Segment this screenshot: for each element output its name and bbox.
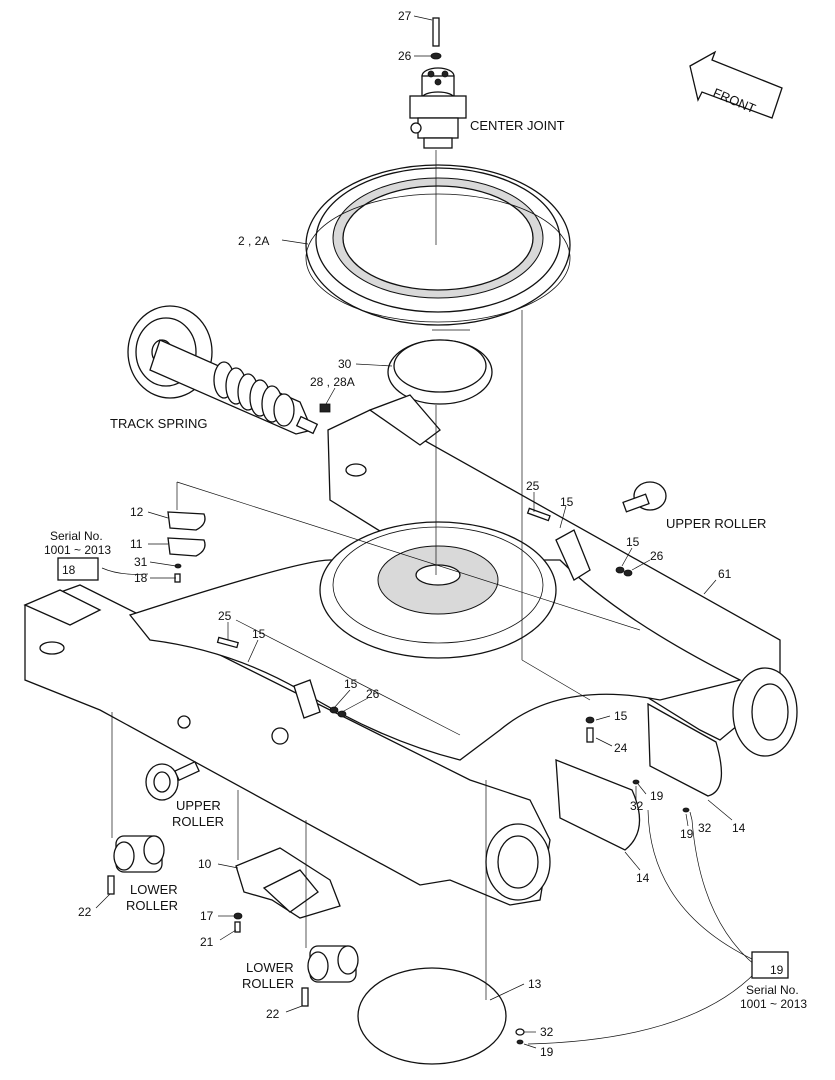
label-24: 24 bbox=[614, 741, 628, 755]
label-11: 11 bbox=[130, 537, 143, 551]
fitting-28 bbox=[319, 403, 331, 413]
swing-bearing bbox=[305, 164, 571, 326]
front-arrow: FRONT bbox=[689, 50, 783, 119]
lower-roller-mid bbox=[301, 945, 359, 1007]
plates-11-12 bbox=[167, 511, 206, 583]
label-32-c: 32 bbox=[540, 1025, 554, 1039]
label-upper-roller-left-2: ROLLER bbox=[172, 814, 224, 829]
label-15-c: 15 bbox=[252, 627, 266, 641]
label-19-box: 19 bbox=[770, 963, 784, 977]
label-22-b: 22 bbox=[266, 1007, 280, 1021]
bolt-27 bbox=[432, 17, 440, 47]
label-28-28a: 28 , 28A bbox=[310, 375, 355, 389]
spring-coils bbox=[213, 361, 295, 427]
label-32-a: 32 bbox=[630, 799, 644, 813]
label-center-joint: CENTER JOINT bbox=[470, 118, 565, 133]
label-15-a: 15 bbox=[560, 495, 574, 509]
label-19-b: 19 bbox=[680, 827, 694, 841]
label-serial-left-1: Serial No. bbox=[50, 529, 103, 543]
upper-roller-right bbox=[526, 481, 667, 581]
track-spring bbox=[127, 305, 331, 435]
upper-roller-left bbox=[145, 636, 347, 801]
lower-roller-left bbox=[107, 835, 165, 895]
label-19-a: 19 bbox=[650, 789, 664, 803]
serial-box-right bbox=[751, 951, 789, 979]
label-serial-right-1: Serial No. bbox=[746, 983, 799, 997]
label-21: 21 bbox=[200, 935, 214, 949]
label-15-b: 15 bbox=[626, 535, 640, 549]
label-lower-roller-mid-1: LOWER bbox=[246, 960, 294, 975]
label-17: 17 bbox=[200, 909, 214, 923]
washer-26 bbox=[430, 52, 442, 60]
label-18: 18 bbox=[134, 571, 148, 585]
label-22-a: 22 bbox=[78, 905, 92, 919]
cover-13 bbox=[357, 967, 507, 1065]
part-labels: 27 26 CENTER JOINT 2 , 2A 30 28 , 28A TR… bbox=[44, 9, 807, 1059]
label-26-top: 26 bbox=[398, 49, 412, 63]
label-lower-roller-left-1: LOWER bbox=[130, 882, 178, 897]
ring-30 bbox=[387, 339, 493, 405]
guide-lines bbox=[111, 150, 641, 1000]
label-25-left: 25 bbox=[218, 609, 232, 623]
label-lower-roller-mid-2: ROLLER bbox=[242, 976, 294, 991]
cover-14 bbox=[555, 702, 722, 851]
label-19-c: 19 bbox=[540, 1045, 554, 1059]
label-track-spring: TRACK SPRING bbox=[110, 416, 208, 431]
label-14-a: 14 bbox=[732, 821, 746, 835]
label-15-d: 15 bbox=[344, 677, 358, 691]
label-2-2a: 2 , 2A bbox=[238, 234, 269, 248]
label-upper-roller-left-1: UPPER bbox=[176, 798, 221, 813]
label-32-b: 32 bbox=[698, 821, 712, 835]
label-12: 12 bbox=[130, 505, 144, 519]
leader-lines bbox=[95, 15, 757, 1049]
label-serial-right-2: 1001 ~ 2013 bbox=[740, 997, 807, 1011]
label-upper-roller-right: UPPER ROLLER bbox=[666, 516, 766, 531]
label-13: 13 bbox=[528, 977, 542, 991]
label-31: 31 bbox=[134, 555, 148, 569]
label-10: 10 bbox=[198, 857, 212, 871]
label-27: 27 bbox=[398, 9, 412, 23]
bracket-10 bbox=[233, 847, 341, 933]
track-frame bbox=[23, 394, 798, 906]
serial-box-left bbox=[57, 557, 99, 581]
label-30: 30 bbox=[338, 357, 352, 371]
label-26-right: 26 bbox=[650, 549, 664, 563]
label-14-b: 14 bbox=[636, 871, 650, 885]
label-serial-left-2: 1001 ~ 2013 bbox=[44, 543, 111, 557]
label-25-right: 25 bbox=[526, 479, 540, 493]
label-26-mid: 26 bbox=[366, 687, 380, 701]
center-joint bbox=[409, 17, 467, 149]
label-18-box: 18 bbox=[62, 563, 76, 577]
label-61: 61 bbox=[718, 567, 732, 581]
label-lower-roller-left-2: ROLLER bbox=[126, 898, 178, 913]
label-15-e: 15 bbox=[614, 709, 628, 723]
